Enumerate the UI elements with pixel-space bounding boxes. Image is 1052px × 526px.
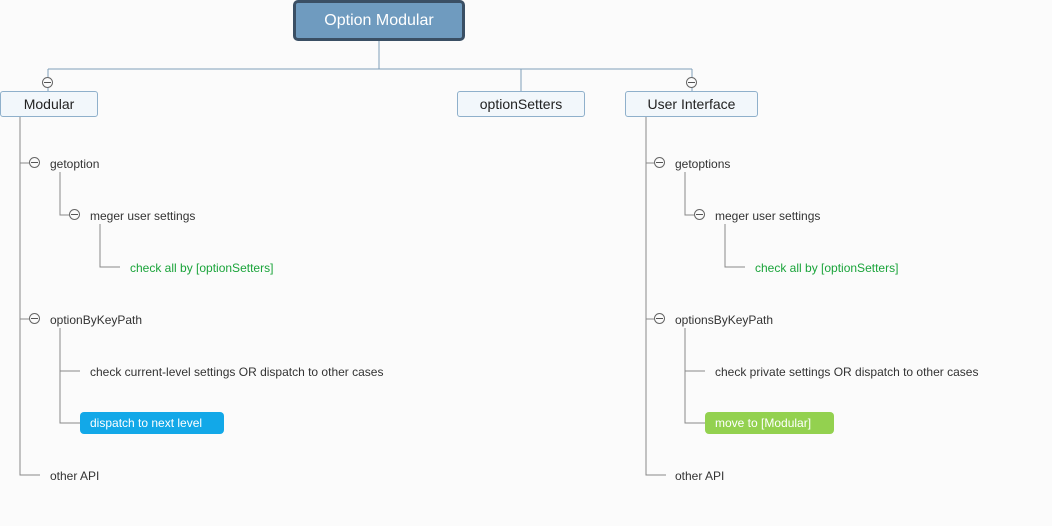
node-other-api[interactable]: other API [675,469,725,483]
collapse-minus-icon[interactable] [694,209,705,220]
node-meger-user-settings[interactable]: meger user settings [90,209,196,223]
node-move-to-modular[interactable]: move to [Modular] [705,412,834,434]
branch-user-interface[interactable]: User Interface [625,91,758,117]
node-check-private-settings[interactable]: check private settings OR dispatch to ot… [715,365,979,379]
collapse-minus-icon[interactable] [29,313,40,324]
collapse-minus-icon[interactable] [654,313,665,324]
collapse-minus-icon[interactable] [686,77,697,88]
node-check-all[interactable]: check all by [optionSetters] [130,261,274,275]
collapse-minus-icon[interactable] [29,157,40,168]
branch-option-setters[interactable]: optionSetters [457,91,585,117]
node-getoptions[interactable]: getoptions [675,157,731,171]
node-check-all[interactable]: check all by [optionSetters] [755,261,899,275]
root-node[interactable]: Option Modular [293,0,465,41]
node-check-current-level[interactable]: check current-level settings OR dispatch… [90,365,384,379]
node-getoption[interactable]: getoption [50,157,100,171]
node-options-by-key-path[interactable]: optionsByKeyPath [675,313,774,327]
node-other-api[interactable]: other API [50,469,100,483]
collapse-minus-icon[interactable] [69,209,80,220]
node-meger-user-settings[interactable]: meger user settings [715,209,821,223]
collapse-minus-icon[interactable] [42,77,53,88]
branch-modular[interactable]: Modular [0,91,98,117]
node-dispatch-next-level[interactable]: dispatch to next level [80,412,224,434]
collapse-minus-icon[interactable] [654,157,665,168]
node-option-by-key-path[interactable]: optionByKeyPath [50,313,143,327]
